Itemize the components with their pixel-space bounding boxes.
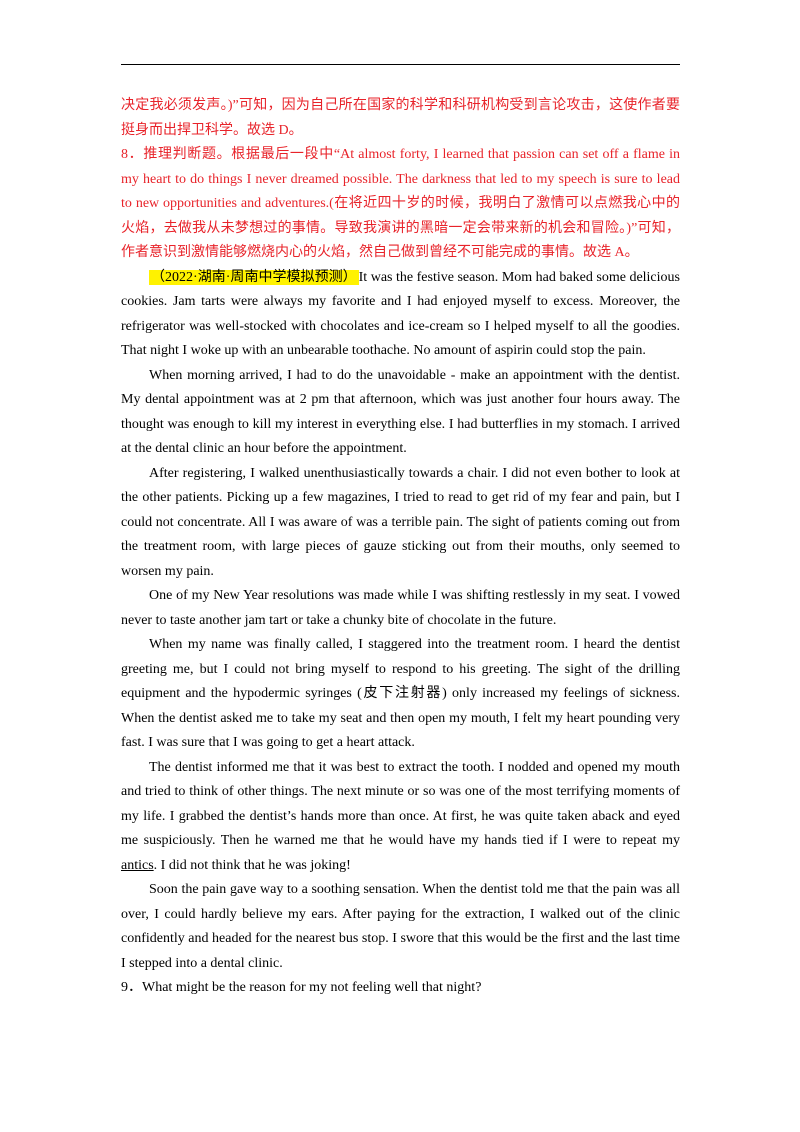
passage-paragraph-6-before: The dentist informed me that it was best… — [121, 759, 680, 849]
passage-paragraph-1-text: It was the festive season. Mom had baked… — [121, 269, 680, 359]
passage-paragraph-6-after: . I did not think that he was joking! — [153, 857, 351, 873]
underlined-word: antics — [121, 857, 154, 873]
passage-paragraph-6: The dentist informed me that it was best… — [121, 756, 680, 879]
answer-item-8: 8．推理判断题。根据最后一段中“At almost forty, I learn… — [121, 147, 680, 260]
passage-paragraph-3: After registering, I walked unenthusiast… — [121, 465, 680, 579]
question-9: 9．What might be the reason for my not fe… — [121, 980, 482, 995]
passage-paragraph-5: When my name was finally called, I stagg… — [121, 637, 680, 750]
passage-paragraph-7: Soon the pain gave way to a soothing sen… — [121, 882, 680, 971]
header-rule — [121, 64, 680, 65]
document-content: 决定我必须发声。)”可知，因为自己所在国家的科学和科研机构受到言论攻击，这使作者… — [121, 94, 680, 1001]
passage-paragraph-1: （2022·湖南·周南中学模拟预测）It was the festive sea… — [121, 266, 680, 364]
passage-paragraph-2: When morning arrived, I had to do the un… — [121, 367, 680, 457]
answer-continuation: 决定我必须发声。)”可知，因为自己所在国家的科学和科研机构受到言论攻击，这使作者… — [121, 98, 680, 138]
source-tag: （2022·湖南·周南中学模拟预测） — [149, 269, 359, 285]
passage-paragraph-4: One of my New Year resolutions was made … — [121, 588, 680, 628]
